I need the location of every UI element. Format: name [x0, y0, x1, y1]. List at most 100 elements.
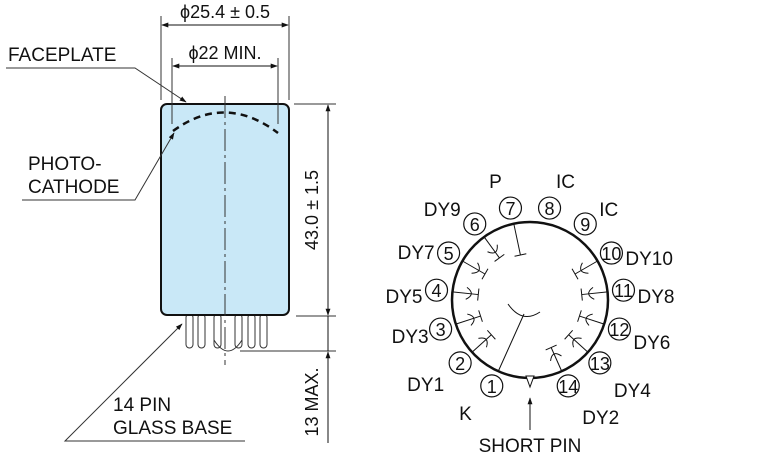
pin-circle [480, 374, 504, 398]
pin-number: 4 [432, 281, 442, 301]
pin-8: 8 [537, 196, 562, 220]
dynode-structure [452, 223, 608, 372]
pin-6: 6 [463, 212, 487, 236]
dynode-cup [465, 286, 472, 300]
pin-4: 4 [424, 278, 449, 302]
base-circle [450, 220, 610, 380]
base-label-line1: 14 PIN [113, 395, 171, 416]
dynode-cup [487, 244, 498, 254]
lead-wire [550, 347, 563, 372]
cathode-cup [507, 303, 541, 317]
dynode-bar [580, 288, 583, 301]
pin-label-dy10: DY10 [625, 249, 673, 270]
faceplate-leader [6, 67, 187, 103]
dynode-cup [588, 286, 595, 300]
dynode-bar [481, 268, 489, 280]
dynode-bar [478, 310, 483, 322]
photocathode-label-line1: PHOTO- [28, 154, 102, 175]
lead-wire [497, 313, 525, 372]
pin-number: 3 [436, 320, 446, 340]
pin-2: 2 [448, 351, 472, 375]
outer-diameter-label: ϕ25.4 ± 0.5 [180, 2, 270, 22]
dynode-bar [571, 268, 579, 280]
base-pins [185, 313, 268, 352]
pin-7: 7 [498, 196, 523, 220]
pin-label-k: K [459, 404, 472, 425]
pin-number: 12 [609, 320, 629, 340]
lead-wire [574, 260, 598, 275]
lead-wire [452, 291, 479, 296]
lead-wire [483, 236, 500, 259]
pin-3: 3 [429, 317, 453, 341]
dynode-bar [564, 330, 574, 340]
pin-label-ic: IC [556, 172, 575, 193]
pin-label-dy5: DY5 [386, 287, 423, 308]
dynode-cup [585, 313, 593, 326]
pin-number: 2 [455, 354, 465, 374]
pin-10: 10 [599, 241, 624, 265]
pin-13: 13 [588, 351, 612, 375]
pin-circle [611, 278, 636, 302]
lead-wire [513, 223, 521, 256]
cathode-diameter-label: ϕ22 MIN. [188, 43, 261, 63]
pin-circle [607, 317, 631, 341]
short-pin-key [525, 375, 535, 389]
anode-bar [514, 253, 527, 257]
lead-wire [471, 334, 492, 353]
lead-wire [455, 315, 481, 325]
pin-circle [436, 241, 461, 265]
dynode-cup [471, 262, 480, 274]
pin-number: 14 [558, 377, 578, 397]
pin-circle [448, 351, 472, 375]
pin-number: 7 [505, 199, 515, 219]
lead-wire [568, 334, 589, 353]
pin-circle [498, 196, 523, 220]
pin-circle [599, 241, 624, 265]
pin-label-dy3: DY3 [392, 327, 429, 348]
pin-label-dy9: DY9 [424, 200, 461, 221]
pin-12: 12 [607, 317, 631, 341]
pin-circle [463, 212, 487, 236]
pin-label-dy2: DY2 [582, 408, 619, 429]
pin-5: 5 [436, 241, 461, 265]
pin-circle [537, 196, 562, 220]
pin-length-label: 13 MAX. [302, 367, 322, 436]
pin-label-ic: IC [599, 200, 618, 221]
pin-9: 9 [573, 212, 597, 236]
pin-1: 1 [480, 374, 504, 398]
pin-number: 6 [470, 215, 480, 235]
pin-number: 10 [601, 244, 621, 264]
dynode-cup [467, 313, 475, 326]
lead-wire [581, 291, 608, 296]
pin-label-dy4: DY4 [614, 381, 651, 402]
pin-circle [588, 351, 612, 375]
pin-14: 14 [556, 374, 580, 398]
pin-label-dy7: DY7 [398, 243, 435, 264]
pin-label-dy1: DY1 [407, 375, 444, 396]
pin-circle [429, 317, 453, 341]
pin-circle [556, 374, 580, 398]
dynode-cup [478, 337, 488, 348]
faceplate-label: FACEPLATE [8, 45, 116, 66]
dynode-bar [545, 344, 557, 351]
photocathode-arc [172, 111, 279, 134]
pin-11: 11 [611, 278, 636, 302]
base-leader [63, 323, 245, 442]
pin-number: 1 [487, 377, 497, 397]
dynode-cup [572, 337, 582, 348]
pin-number: 9 [580, 215, 590, 235]
pin-label-dy6: DY6 [633, 333, 670, 354]
tube-length-label: 43.0 ± 1.5 [302, 170, 322, 250]
pin-circle [573, 212, 597, 236]
pin-label-dy8: DY8 [637, 287, 674, 308]
dynode-bar [577, 310, 582, 322]
dynode-bar [486, 330, 496, 340]
base-label-line2: GLASS BASE [113, 418, 232, 439]
short-pin-label: SHORT PIN [479, 436, 582, 457]
pin-circle [424, 278, 449, 302]
pin-label-p: P [489, 172, 502, 193]
photocathode-leader [22, 132, 175, 201]
